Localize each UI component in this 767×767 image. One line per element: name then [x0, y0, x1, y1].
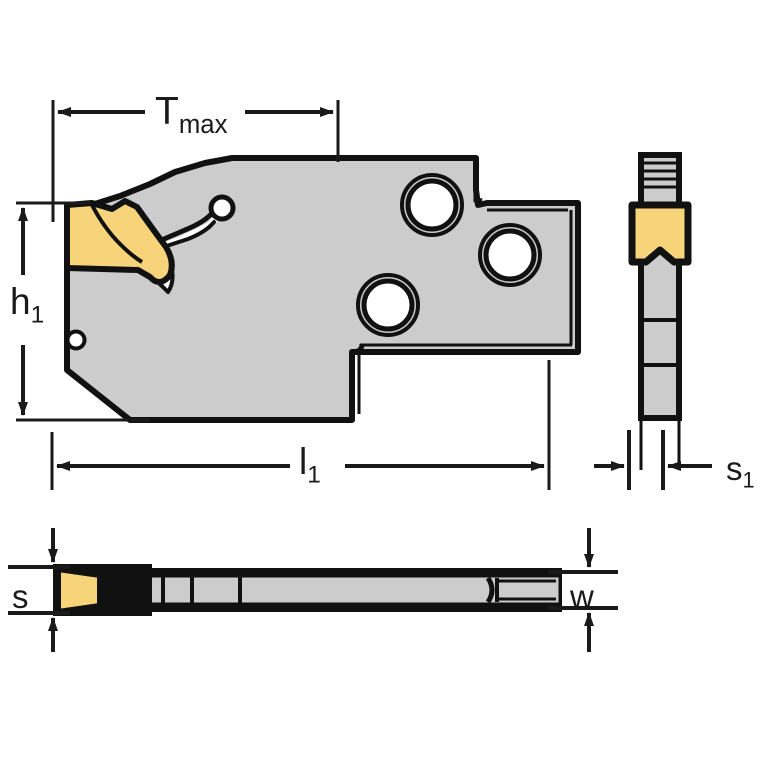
side-view-blade	[638, 152, 682, 421]
dimension-label-w: w	[570, 580, 594, 613]
dimension-label-l1-sub: 1	[307, 461, 321, 489]
dimension-label-tmax: Tmax	[155, 92, 227, 139]
dimension-label-s1-sub: 1	[742, 467, 755, 493]
dimension-label-h1-sub: 1	[30, 301, 45, 329]
dimension-label-h1: h1	[10, 283, 44, 328]
dimension-w	[548, 528, 618, 652]
clamp-slot-outline	[146, 220, 216, 254]
dimension-h1	[16, 201, 150, 422]
dimension-label-s1: s1	[726, 452, 755, 491]
dimension-label-l1-base: l	[299, 441, 308, 482]
right-side-view	[594, 152, 712, 490]
dimension-label-l1: l1	[299, 443, 321, 488]
cutting-insert-top	[55, 566, 103, 615]
dimension-label-s1-base: s	[726, 450, 743, 487]
mounting-hole-lower	[356, 273, 420, 337]
front-view-notch-fillet	[351, 343, 365, 355]
locating-hole	[65, 329, 87, 351]
dimension-label-h1-base: h	[10, 281, 31, 322]
dimension-label-w-base: w	[570, 578, 594, 615]
dimension-label-tmax-base: T	[155, 90, 179, 133]
front-view	[16, 100, 581, 490]
side-view-extension	[639, 418, 681, 470]
top-view	[8, 528, 618, 652]
dimension-label-s-base: s	[12, 578, 29, 615]
dimension-l1	[50, 360, 551, 490]
front-view-body	[64, 155, 581, 423]
mounting-hole-right	[478, 223, 542, 287]
cutting-insert-front-facet	[90, 204, 144, 264]
mounting-hole-upper	[400, 173, 464, 237]
top-view-clamp-detail	[485, 576, 495, 604]
dimension-tmax	[51, 100, 340, 222]
dimension-s1	[594, 430, 712, 490]
dimension-s	[8, 528, 70, 652]
dimension-label-tmax-sub: max	[178, 110, 228, 139]
dimension-label-s: s	[12, 580, 29, 613]
front-view-step-corner	[473, 190, 483, 204]
clamp-slot-relief-hole	[208, 194, 236, 222]
cutting-insert-side	[628, 201, 692, 266]
